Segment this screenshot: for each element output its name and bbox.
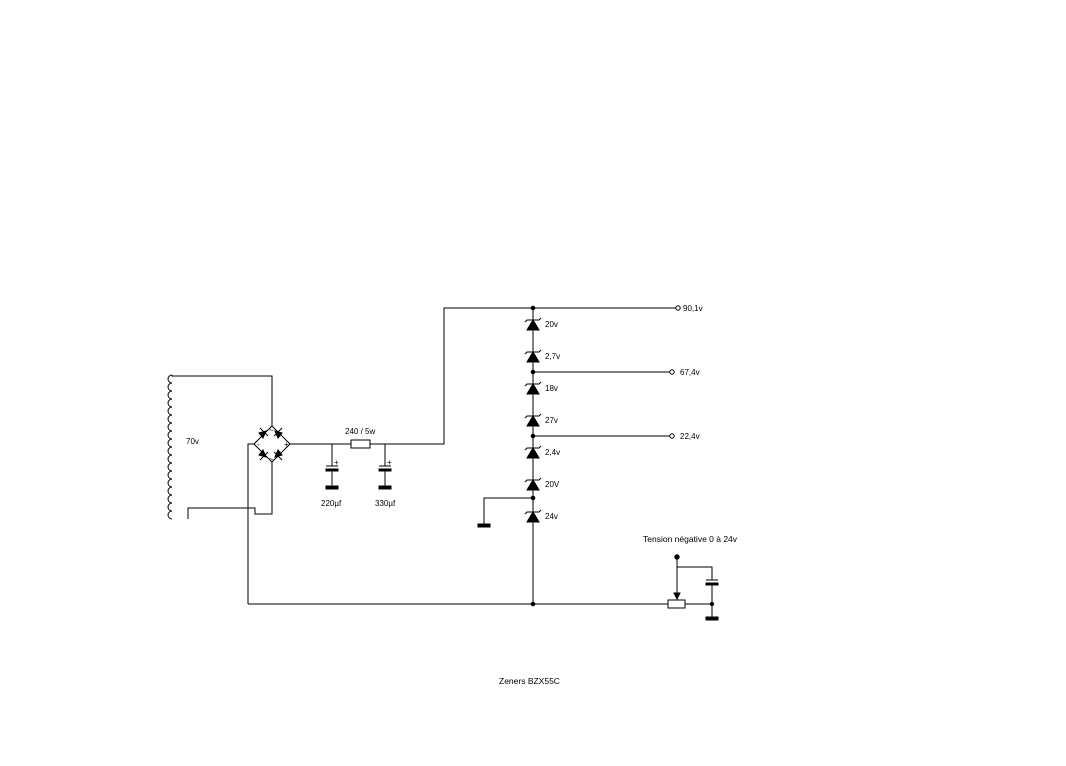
zener-diode-2 [524, 349, 542, 363]
zener-diode-7 [524, 509, 542, 523]
ground-symbol [477, 523, 491, 528]
potentiometer [667, 599, 686, 609]
zener-1-label: 20v [545, 320, 558, 329]
series-resistor [350, 439, 371, 449]
capacitor-220-label: 220µf [321, 499, 342, 508]
capacitor-220-polarity: + [334, 458, 339, 467]
transformer-winding [167, 374, 273, 520]
output-2-label: 67,4v [680, 368, 700, 377]
zener-part-caption: Zeners BZX55C [499, 676, 560, 686]
zener-7-label: 24v [545, 512, 558, 521]
pot-wiper-arrow [673, 592, 681, 601]
negative-voltage-label: Tension négative 0 à 24v [643, 534, 738, 544]
zener-3-label: 18v [545, 384, 558, 393]
negative-output-terminal [674, 554, 680, 560]
zener-2-label: 2,7v [545, 352, 560, 361]
output-terminal-1 [675, 305, 681, 311]
capacitor-330-polarity: + [387, 458, 392, 467]
zener-diode-3 [524, 381, 542, 395]
bridge-minus-mark: - [257, 440, 260, 449]
output-1-label: 90,1v [683, 304, 703, 313]
bridge-plus-mark: + [284, 440, 289, 449]
zener-diode-1 [524, 317, 542, 331]
bridge-rectifier [247, 412, 291, 604]
capacitor-negative [705, 579, 719, 621]
capacitor-330 [378, 444, 392, 490]
resistor-label: 240 / 5w [345, 427, 375, 436]
ground-tap-wire [483, 497, 533, 524]
junction-dot [530, 305, 536, 311]
bridge-ac-top-mark: ~ [269, 426, 274, 435]
zener-5-label: 2,4v [545, 448, 560, 457]
capacitor-330-label: 330µf [375, 499, 396, 508]
decoupling-wire [677, 566, 713, 580]
output-3-label: 22,4v [680, 432, 700, 441]
junction-dot [709, 601, 715, 607]
zener-diode-4 [524, 413, 542, 427]
capacitor-220 [325, 444, 339, 490]
zener-4-label: 27v [545, 416, 558, 425]
output-terminal-3 [669, 433, 675, 439]
transformer-label: 70v [186, 437, 199, 446]
bridge-ac-bottom-mark: ~ [269, 455, 274, 464]
zener-6-label: 20V [545, 480, 560, 489]
main-supply-wire [370, 307, 676, 445]
zener-diode-5 [524, 445, 542, 459]
zener-diode-6 [524, 477, 542, 491]
output-terminal-2 [669, 369, 675, 375]
